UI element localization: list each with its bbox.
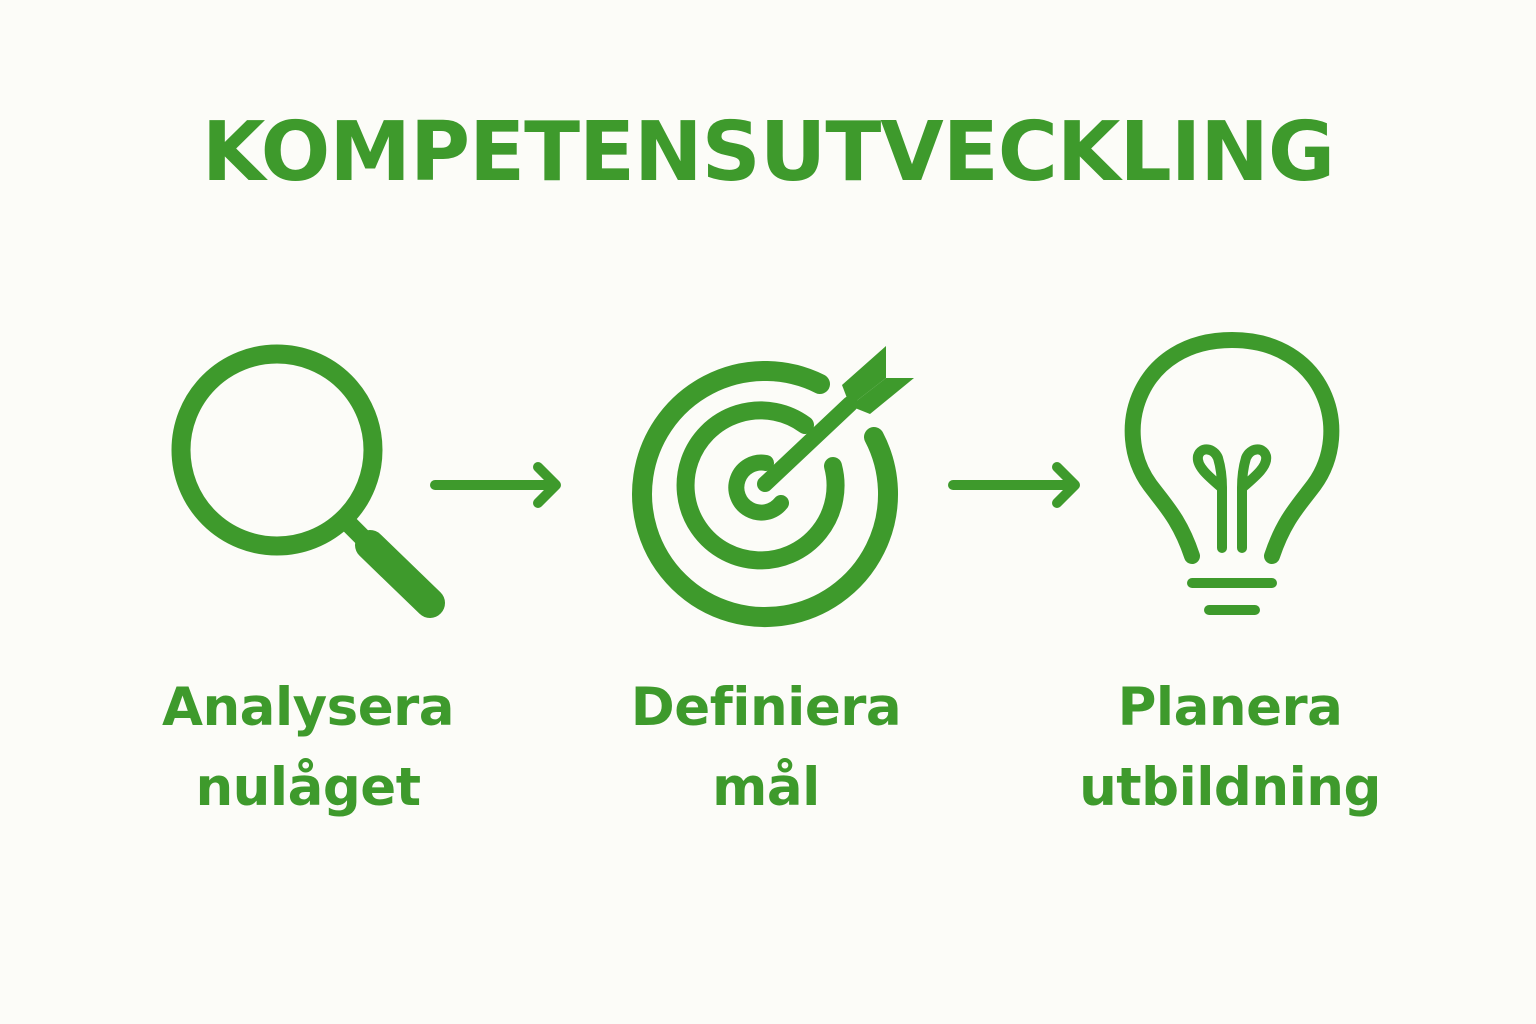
arrow-right-icon xyxy=(948,462,1080,508)
step-label-line: Planera xyxy=(1117,677,1343,738)
step-label-plan: Planera utbildning xyxy=(1040,668,1420,828)
arrow-right-icon xyxy=(430,462,561,508)
page-title: KOMPETENSUTVECKLING xyxy=(201,105,1335,200)
target-arrow-icon xyxy=(632,346,914,627)
lightbulb-icon xyxy=(1124,332,1340,615)
step-label-define: Definiera mål xyxy=(586,668,946,828)
magnifying-glass-icon xyxy=(171,344,445,618)
step-label-line: utbildning xyxy=(1079,757,1381,818)
step-label-line: nulåget xyxy=(195,757,421,818)
step-label-line: mål xyxy=(712,757,820,818)
step-label-analyze: Analysera nulåget xyxy=(128,668,488,828)
step-label-line: Analysera xyxy=(161,677,455,738)
step-label-line: Definiera xyxy=(630,677,902,738)
